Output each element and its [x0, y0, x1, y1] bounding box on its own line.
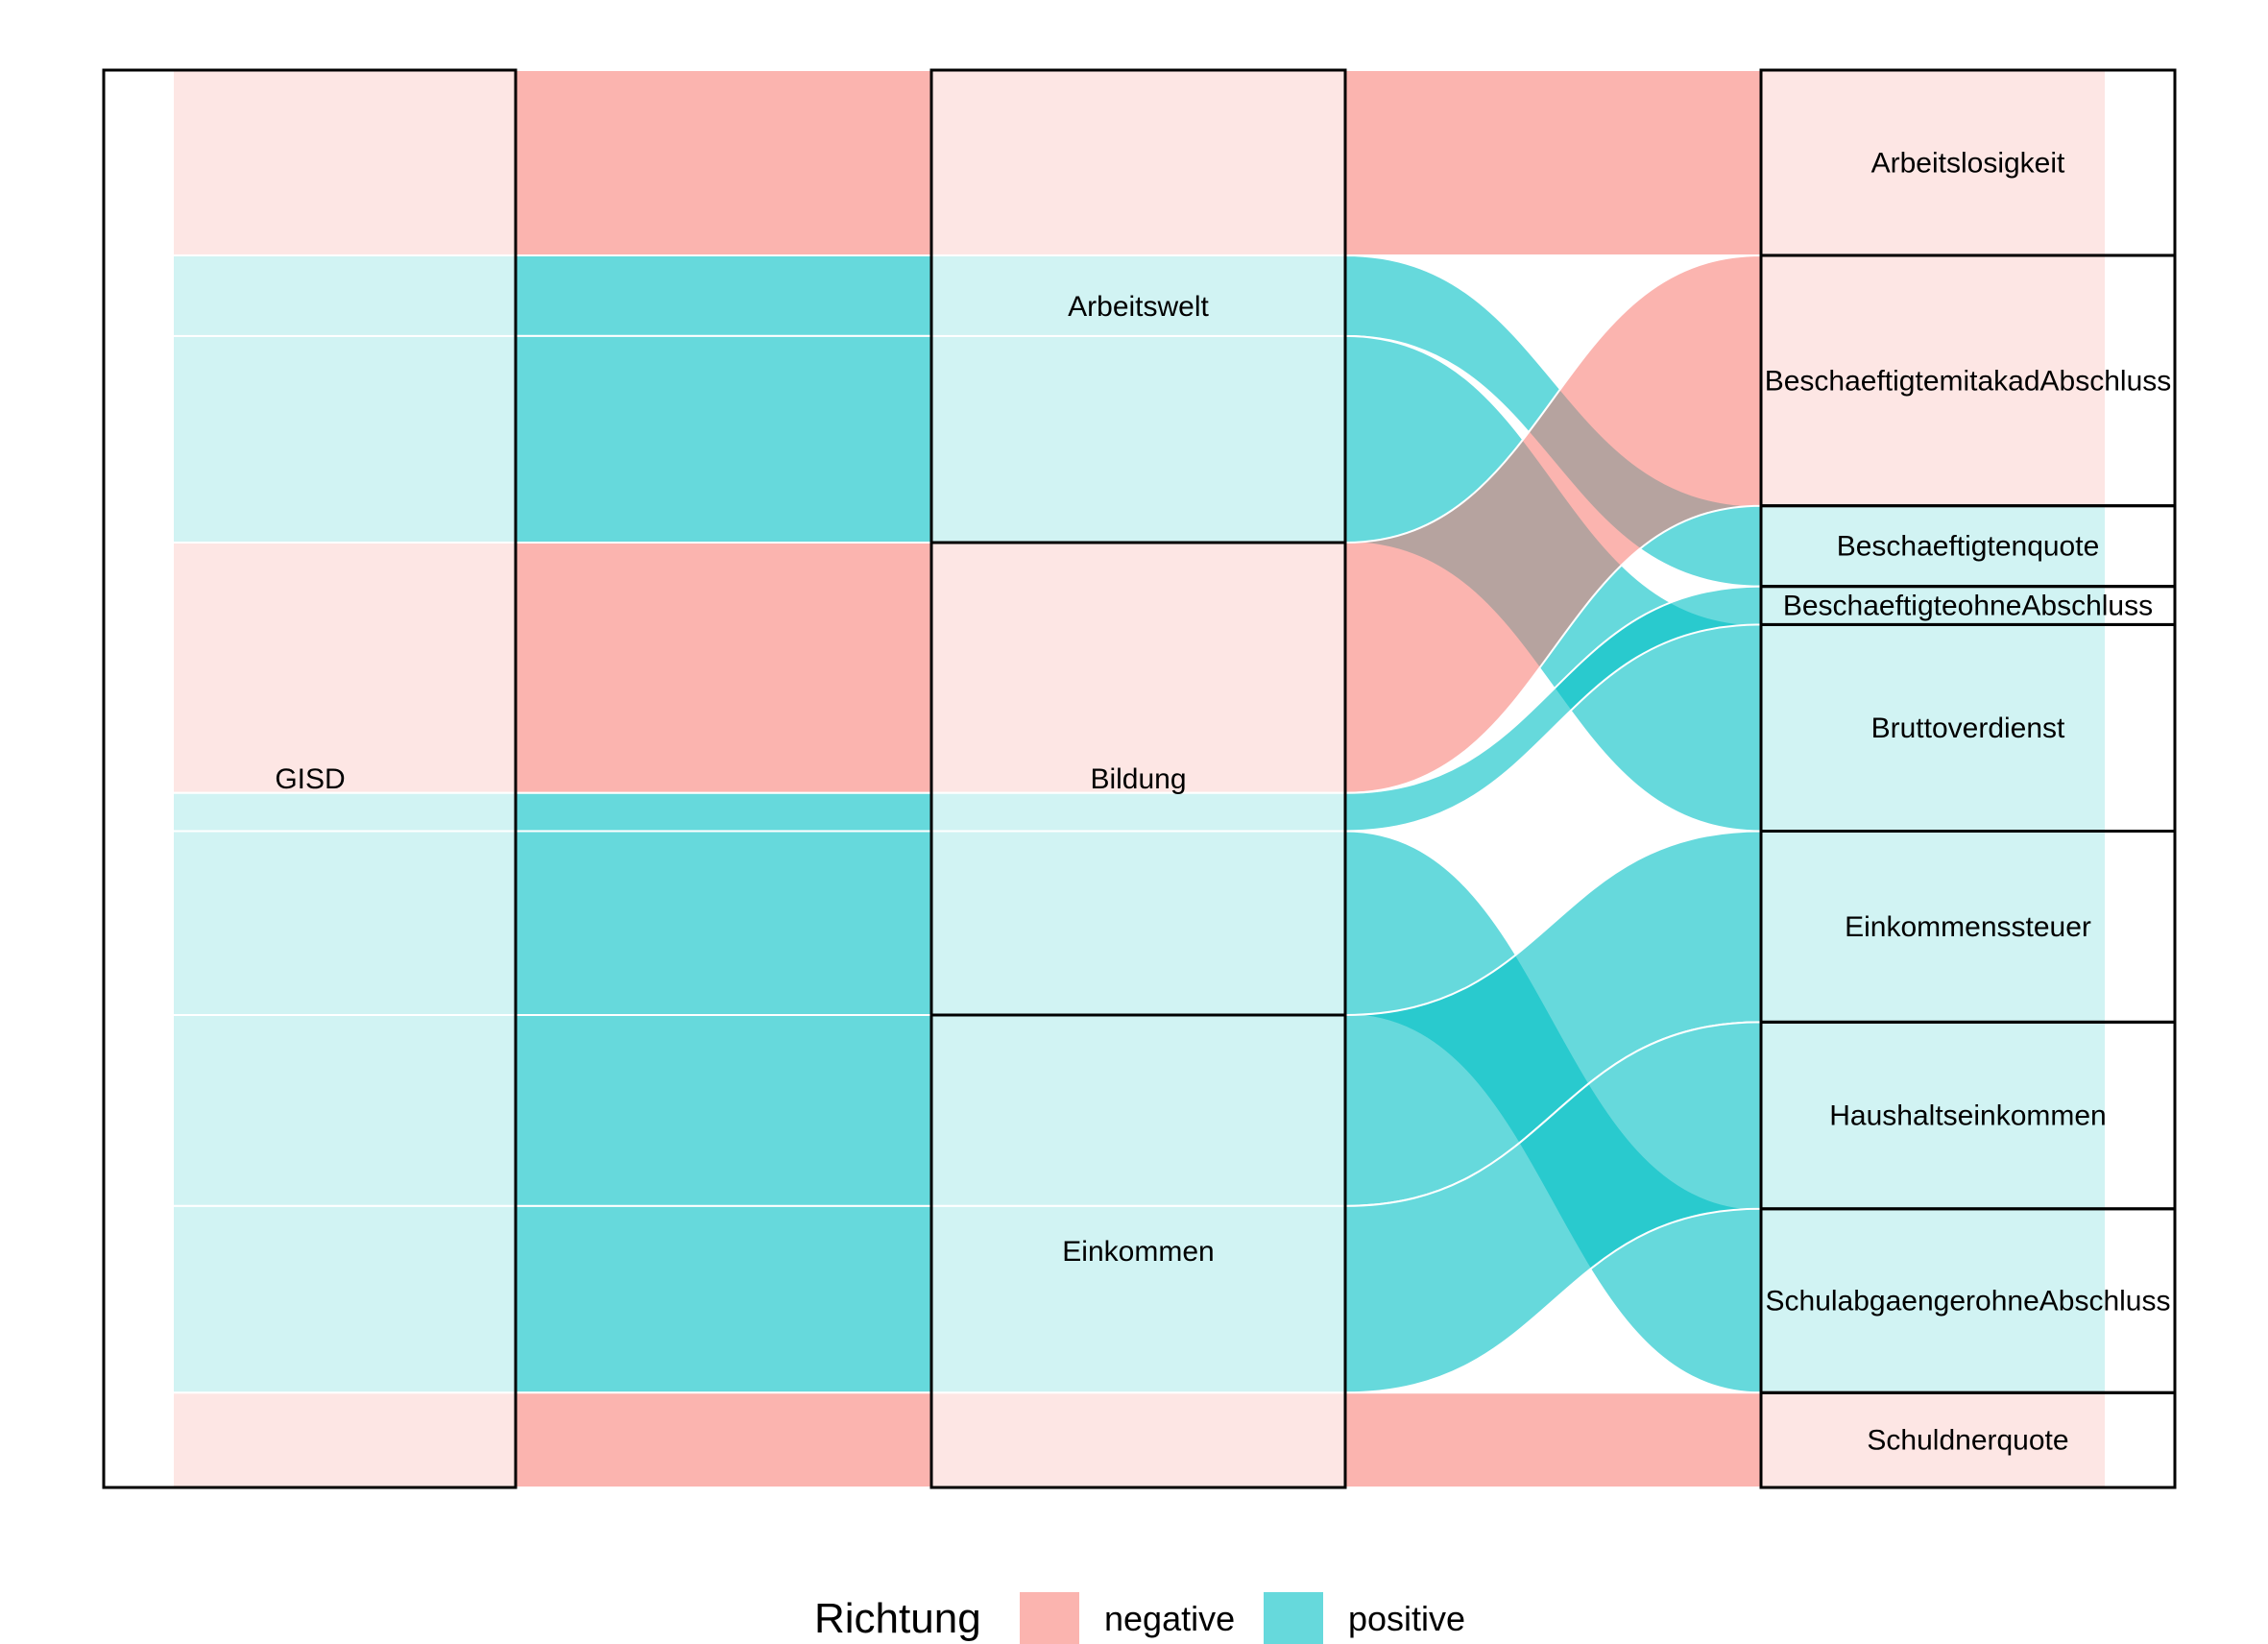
lode-gisd-schulabgaengerohneabschluss — [172, 830, 517, 1016]
stratum-label-einkommenssteuer: Einkommenssteuer — [1845, 911, 2091, 943]
stratum-label-bruttoverdienst: Bruttoverdienst — [1871, 713, 2065, 744]
legend: Richtung negative positive — [814, 1592, 1465, 1644]
stratum-label-arbeitswelt: Arbeitswelt — [1068, 291, 1209, 323]
lode-dimension-beschaeftigteohneabschluss — [930, 791, 1346, 833]
lode-indikator-haushaltseinkommen — [1760, 1021, 2107, 1210]
lode-indikator-einkommenssteuer — [1760, 830, 2107, 1024]
flow-gisd-arbeitslosigkeit — [515, 69, 932, 256]
lode-gisd-haushaltseinkommen — [172, 1204, 517, 1394]
stratum-label-einkommen: Einkommen — [1062, 1236, 1214, 1268]
lode-indikator-beschaeftigtenquote — [1760, 504, 2107, 588]
legend-key-negative — [1020, 1592, 1079, 1644]
flow-gisd-schuldnerquote — [515, 1391, 932, 1488]
lode-gisd-beschaeftigtenquote — [172, 254, 517, 337]
lode-indikator-schuldnerquote — [1760, 1391, 2107, 1489]
stratum-label-bildung: Bildung — [1090, 763, 1186, 795]
flow-gisd-schulabgaengerohneabschluss — [515, 830, 932, 1016]
stratum-label-gisd: GISD — [275, 763, 345, 795]
flow-dimension-arbeitslosigkeit — [1344, 68, 1762, 256]
flow-gisd-beschaeftigtenquote — [515, 254, 932, 337]
flow-gisd-beschaeftigtemitakadabschluss — [515, 542, 932, 794]
lodes-layer — [172, 69, 2107, 1489]
stratum-label-beschaeftigteohneabschluss: BeschaeftigteohneAbschluss — [1783, 591, 2153, 622]
stratum-label-arbeitslosigkeit: Arbeitslosigkeit — [1871, 147, 2065, 179]
stratum-schuldnerquote — [1759, 1390, 2177, 1489]
lode-gisd-schuldnerquote — [172, 1391, 517, 1489]
legend-title: Richtung — [814, 1595, 981, 1642]
flow-gisd-einkommenssteuer — [515, 1014, 932, 1207]
lode-gisd-einkommenssteuer — [172, 1014, 517, 1207]
lode-gisd-bruttoverdienst — [172, 334, 517, 544]
stratum-label-haushaltseinkommen: Haushaltseinkommen — [1829, 1100, 2106, 1132]
stratum-einkommen — [929, 1013, 1347, 1489]
stratum-label-schuldnerquote: Schuldnerquote — [1867, 1425, 2068, 1457]
flow-gisd-bruttoverdienst — [515, 334, 932, 544]
legend-label-positive: positive — [1348, 1599, 1465, 1638]
lode-gisd-arbeitslosigkeit — [172, 69, 517, 256]
stratum-label-beschaeftigtemitakadabschluss: BeschaeftigtemitakadAbschluss — [1765, 365, 2172, 397]
flow-dimension-schuldnerquote — [1344, 1391, 1762, 1489]
stratum-gisd — [102, 68, 518, 1489]
legend-label-negative: negative — [1104, 1599, 1235, 1638]
legend-key-positive — [1264, 1592, 1323, 1644]
lode-dimension-beschaeftigtemitakadabschluss — [930, 542, 1346, 794]
lode-dimension-schuldnerquote — [930, 1391, 1346, 1489]
lode-dimension-haushaltseinkommen — [930, 1204, 1346, 1394]
lode-indikator-beschaeftigtemitakadabschluss — [1760, 254, 2107, 507]
flows-layer — [515, 68, 1762, 1489]
stratum-label-schulabgaengerohneabschluss: SchulabgaengerohneAbschluss — [1766, 1286, 2171, 1318]
strata-layer — [102, 68, 2177, 1489]
flow-gisd-beschaeftigteohneabschluss — [515, 791, 932, 833]
lode-dimension-arbeitslosigkeit — [930, 69, 1346, 256]
stratum-label-beschaeftigtenquote: Beschaeftigtenquote — [1837, 531, 2100, 563]
lode-dimension-einkommenssteuer — [930, 1014, 1346, 1207]
lode-gisd-beschaeftigtemitakadabschluss — [172, 542, 517, 794]
lode-gisd-beschaeftigteohneabschluss — [172, 791, 517, 833]
lode-dimension-bruttoverdienst — [930, 334, 1346, 544]
lode-dimension-schulabgaengerohneabschluss — [930, 830, 1346, 1016]
flow-gisd-haushaltseinkommen — [515, 1204, 932, 1394]
